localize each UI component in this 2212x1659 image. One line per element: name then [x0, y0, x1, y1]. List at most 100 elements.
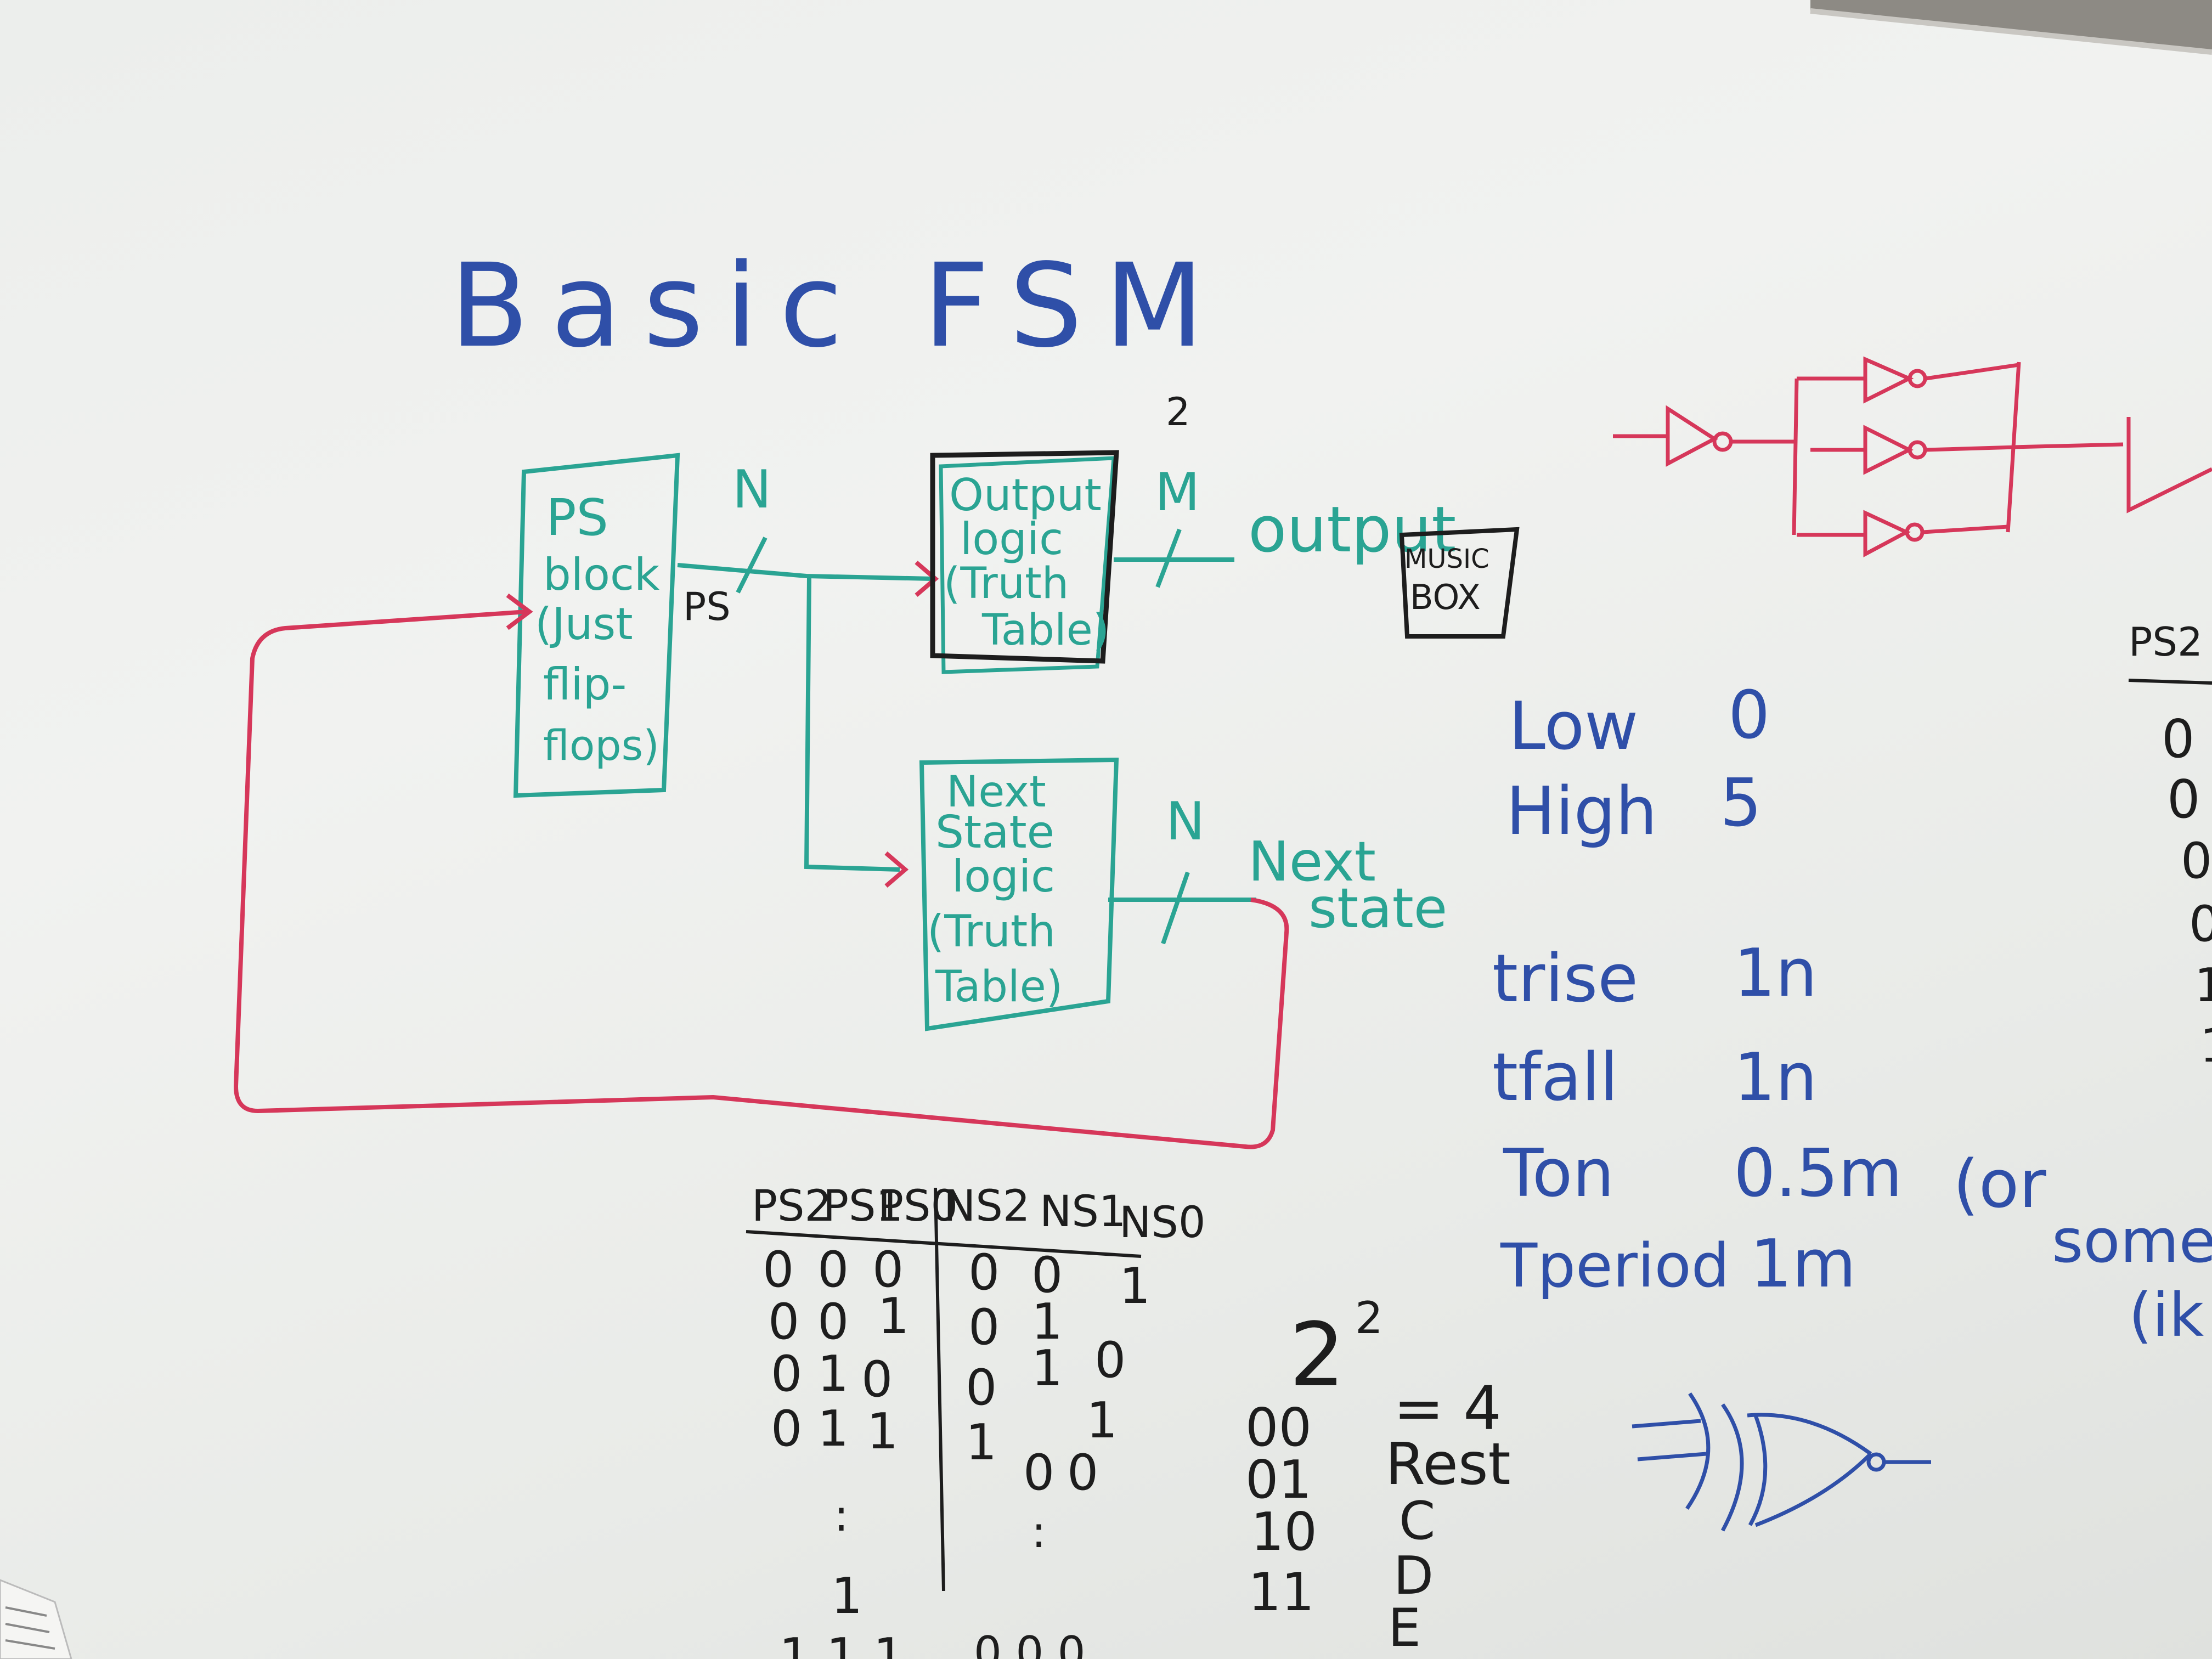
next-state-line-4: (Truth — [927, 906, 1056, 957]
tt-r2-c4: 1 — [1031, 1340, 1063, 1397]
truth-table: PS2 PS1 PS0 NS2 NS1 NS0 0 0 0 0 0 1 0 0 … — [746, 1182, 1206, 1659]
tt-ellipsis-ns: : — [1031, 1506, 1046, 1558]
ps-block-line-4: flip- — [543, 659, 627, 710]
branch-wire — [804, 575, 900, 872]
music-box-line-1: MUSIC — [1404, 544, 1489, 574]
spec-value-tperiod: 1m — [1750, 1226, 1856, 1302]
count-base: 2 — [1289, 1304, 1345, 1406]
arrow-to-next-state-logic — [884, 851, 909, 888]
spec-value-high: 5 — [1720, 765, 1762, 842]
count-exp: 2 — [1355, 1293, 1383, 1344]
ps-block-line-1: PS — [546, 488, 608, 547]
right-col-2: 0 — [2181, 832, 2212, 890]
tt-r2-c2: 0 — [861, 1351, 893, 1408]
tt-bottom-ps: 1 1 1 — [779, 1628, 905, 1659]
tt-r0-c2: 0 — [872, 1241, 904, 1299]
tt-header-ns0: NS0 — [1119, 1198, 1206, 1248]
spec-name-tfall: tfall — [1492, 1040, 1618, 1116]
next-state-line-5: Table) — [935, 962, 1063, 1012]
output-bus-slash — [1155, 528, 1182, 588]
spec-value-low: 0 — [1728, 678, 1770, 754]
tt-r2-c0: 0 — [771, 1345, 802, 1403]
next-state-bus-slash — [1161, 871, 1190, 945]
note-line-2: some — [2052, 1206, 2212, 1276]
feedback-loop — [233, 610, 1289, 1149]
tt-r1-c3: 0 — [968, 1299, 1000, 1356]
tt-header-ns2: NS2 — [944, 1182, 1030, 1231]
tt-r0-c4: 0 — [1031, 1246, 1063, 1304]
paper-text — [5, 1606, 55, 1650]
spec-value-tfall: 1n — [1734, 1040, 1817, 1116]
paper-corner — [0, 1579, 72, 1659]
next-state-line-1: Next — [946, 768, 1046, 817]
output-logic-line-2: logic — [960, 514, 1063, 565]
output-m-sup: 2 — [1166, 390, 1190, 435]
tt-r3-c1: 1 — [817, 1400, 849, 1458]
tt-r1-c4: 1 — [1031, 1293, 1063, 1351]
tt-divider — [934, 1187, 945, 1592]
feedback-arrowhead — [506, 593, 533, 630]
ps-block-line-5: flops) — [543, 721, 659, 770]
tt-bottom-ns: 0 0 0 — [974, 1627, 1086, 1659]
tt-header-ps1: PS1 — [823, 1182, 903, 1231]
label-rest: Rest — [1385, 1431, 1511, 1498]
right-table-header: PS2 P — [2129, 619, 2212, 665]
tt-r2-c5: 1 — [1086, 1392, 1118, 1449]
ps-bus-wire — [677, 563, 933, 581]
spec-name-trise: trise — [1492, 941, 1638, 1017]
tt-r3-c4: 0 — [1023, 1444, 1054, 1502]
or-gate-sketch — [1632, 1392, 1931, 1532]
tt-r1-c5: 0 — [1094, 1331, 1126, 1389]
code-00: 00 — [1245, 1398, 1312, 1458]
spec-name-tperiod: Tperiod — [1500, 1231, 1730, 1301]
tt-r0-c3: 0 — [968, 1244, 1000, 1301]
count-result: = 4 — [1393, 1373, 1502, 1443]
output-logic-box-teal — [939, 456, 1116, 674]
code-01: 01 — [1245, 1450, 1312, 1510]
right-col-0: 0 — [2162, 709, 2194, 770]
title: Basic FSM — [450, 239, 1226, 373]
board-frame-edge — [1810, 8, 2212, 55]
tt-header-ps0: PS0 — [878, 1182, 958, 1231]
next-state-label-2: state — [1308, 876, 1447, 940]
gate-sketch — [1613, 356, 2212, 557]
music-box — [1399, 527, 1520, 639]
bus-n-top: N — [732, 460, 771, 520]
label-e: E — [1388, 1598, 1421, 1658]
tt-r0-c1: 0 — [817, 1241, 849, 1299]
tt-ellipsis-ps: : — [834, 1490, 849, 1541]
ps-block-line-3: (Just — [535, 599, 633, 650]
tt-r3-c2: 1 — [867, 1403, 898, 1460]
spec-name-high: High — [1506, 774, 1657, 850]
spec-value-trise: 1n — [1734, 935, 1817, 1012]
tt-r1-c1: 0 — [817, 1293, 849, 1351]
tt-r0-c5: 1 — [1119, 1257, 1150, 1315]
next-state-line-2: State — [935, 806, 1054, 859]
label-d: D — [1393, 1546, 1434, 1606]
spec-name-low: Low — [1509, 689, 1638, 765]
next-state-line-3: logic — [952, 851, 1055, 902]
output-m: M — [1155, 462, 1200, 523]
code-10: 10 — [1251, 1502, 1317, 1562]
note-line-3: (ik — [2129, 1280, 2204, 1350]
right-col-3: 0 — [2189, 895, 2212, 953]
tt-r1-c0: 0 — [768, 1293, 799, 1351]
tt-header-ns1: NS1 — [1040, 1187, 1126, 1237]
right-col-5: 1 — [2200, 1019, 2212, 1073]
right-col-1: 0 — [2167, 770, 2200, 830]
ps-label: PS — [683, 584, 731, 629]
spec-name-ton: Ton — [1503, 1136, 1614, 1212]
tt-r1-c2: 1 — [878, 1288, 909, 1345]
tt-r0-c0: 0 — [763, 1241, 794, 1299]
arrow-to-output-logic — [915, 560, 939, 597]
music-box-line-2: BOX — [1410, 577, 1481, 617]
note-line-1: (or — [1953, 1147, 2046, 1223]
output-logic-box-black — [930, 450, 1119, 664]
next-state-label-1: Next — [1248, 830, 1376, 894]
output-label: output — [1248, 493, 1456, 567]
tt-r3-c3: 1 — [966, 1414, 997, 1471]
tt-header-underline — [746, 1230, 1142, 1258]
label-c: C — [1399, 1491, 1435, 1551]
tt-trailing-one: 1 — [831, 1567, 862, 1625]
